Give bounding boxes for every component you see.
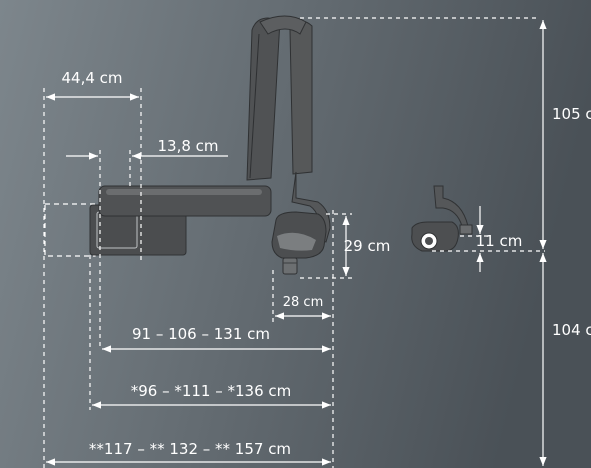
label-sensor-offset: 11 cm — [476, 232, 523, 250]
scissor-arm-right — [289, 21, 313, 175]
side-view-cone-inner — [425, 237, 433, 245]
label-lower-height: 104 cm — [552, 321, 591, 339]
horizontal-arm-highlight — [106, 189, 262, 195]
label-reach-standard: 91 – 106 – 131 cm — [132, 325, 270, 343]
tube-cone — [282, 257, 298, 275]
tube-head-label — [277, 232, 316, 251]
label-reach-star: *96 – *111 – *136 cm — [131, 382, 292, 400]
xray-unit-device — [44, 15, 473, 275]
label-arm-width: 44,4 cm — [61, 69, 122, 87]
scissor-arm-top-joint — [259, 15, 307, 35]
label-reach-double-star: **117 – ** 132 – ** 157 cm — [89, 440, 291, 458]
dimension-lines — [43, 17, 547, 468]
arm-edge-line — [249, 33, 260, 179]
side-view-tab — [459, 224, 473, 235]
label-head-depth: 28 cm — [283, 295, 324, 310]
label-wall-plate: 13,8 cm — [157, 137, 218, 155]
label-upper-height: 105 cm — [552, 105, 591, 123]
scissor-arm-left — [246, 17, 281, 181]
label-head-height: 29 cm — [344, 237, 391, 255]
